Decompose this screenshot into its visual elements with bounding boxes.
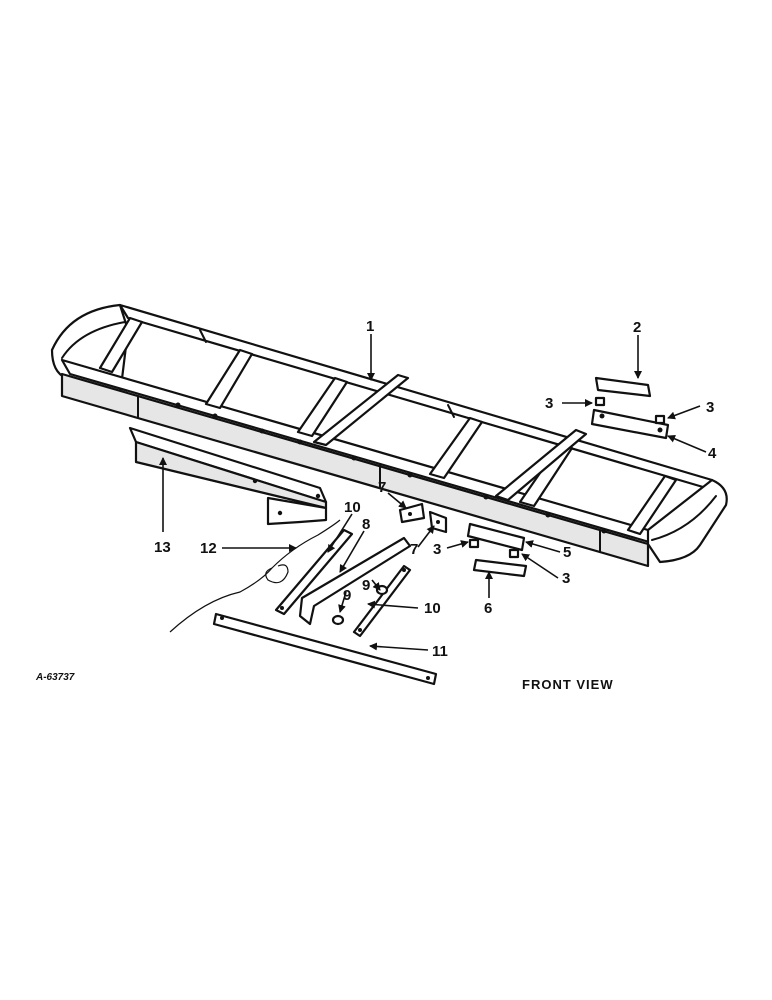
plate-part-2 bbox=[594, 376, 652, 398]
leader-lines bbox=[159, 334, 707, 651]
callout-10-upper: 10 bbox=[344, 499, 361, 516]
angle-bracket-part bbox=[128, 426, 328, 526]
callout-1: 1 bbox=[366, 318, 374, 335]
callout-11: 11 bbox=[432, 643, 448, 660]
callout-8: 8 bbox=[362, 516, 370, 533]
bar-part-11 bbox=[212, 612, 438, 686]
callout-7-lower: 7 bbox=[410, 541, 418, 558]
spacer-part-3-upper bbox=[594, 396, 666, 425]
callout-2: 2 bbox=[633, 319, 641, 336]
callout-5: 5 bbox=[563, 544, 571, 561]
plate-part-5 bbox=[466, 522, 526, 559]
frame-assembly bbox=[50, 303, 728, 568]
callout-3-upper-left: 3 bbox=[545, 395, 553, 412]
drawing-number: A-63737 bbox=[35, 672, 75, 683]
bar-part-8 bbox=[298, 536, 412, 626]
callout-9-right: 9 bbox=[362, 577, 370, 594]
cable-part-12 bbox=[169, 519, 341, 633]
callout-13: 13 bbox=[154, 539, 171, 556]
plate-part-4 bbox=[590, 408, 670, 440]
view-label: FRONT VIEW bbox=[522, 677, 614, 692]
callout-3-upper-right: 3 bbox=[706, 399, 714, 416]
callout-9-left: 9 bbox=[343, 587, 351, 604]
callout-10-lower: 10 bbox=[424, 600, 441, 617]
plate-part-6 bbox=[472, 558, 528, 578]
callout-3-middle: 3 bbox=[433, 541, 441, 558]
callout-7-upper: 7 bbox=[378, 479, 386, 496]
clip-part-7 bbox=[398, 502, 448, 534]
callout-4: 4 bbox=[708, 445, 717, 462]
callout-12: 12 bbox=[200, 540, 217, 557]
callout-3-lower: 3 bbox=[562, 570, 570, 587]
callout-labels: 1 2 3 3 4 7 10 8 7 3 5 13 12 3 9 9 6 10 … bbox=[154, 318, 717, 660]
callout-6: 6 bbox=[484, 600, 492, 617]
